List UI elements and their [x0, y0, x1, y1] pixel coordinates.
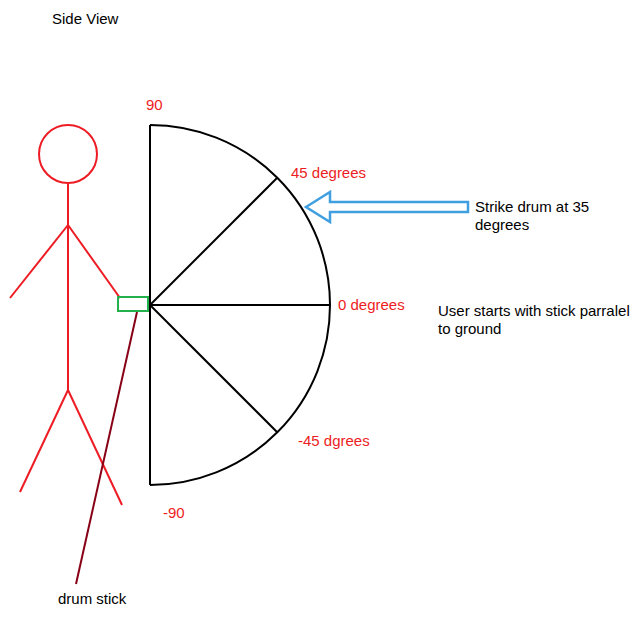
- grip-box: [118, 297, 148, 311]
- drum-stick-line: [76, 312, 137, 584]
- callout-arrow: [306, 192, 468, 222]
- figure-body: [67, 183, 69, 390]
- figure-leg: [20, 390, 68, 492]
- zero-line: [150, 304, 330, 306]
- angle-label: -45 dgrees: [298, 432, 370, 450]
- callout-note: Strike drum at 35 degrees: [475, 198, 625, 234]
- view-title: Side View: [52, 10, 118, 28]
- figure-arm: [68, 225, 120, 298]
- angle-label: 90: [146, 96, 163, 114]
- part-name: drum stick: [58, 590, 126, 608]
- note-text: User starts with stick parralel to groun…: [438, 302, 630, 338]
- figure-arm: [10, 225, 68, 298]
- stick-figure: [10, 125, 122, 505]
- angle-label: -90: [163, 504, 185, 522]
- figure-head: [39, 125, 97, 183]
- angle-line: [150, 305, 277, 432]
- angle-line: [150, 178, 277, 305]
- angle-label: 45 degrees: [291, 164, 366, 182]
- angle-label: 0 degrees: [338, 296, 405, 314]
- figure-leg: [68, 390, 122, 505]
